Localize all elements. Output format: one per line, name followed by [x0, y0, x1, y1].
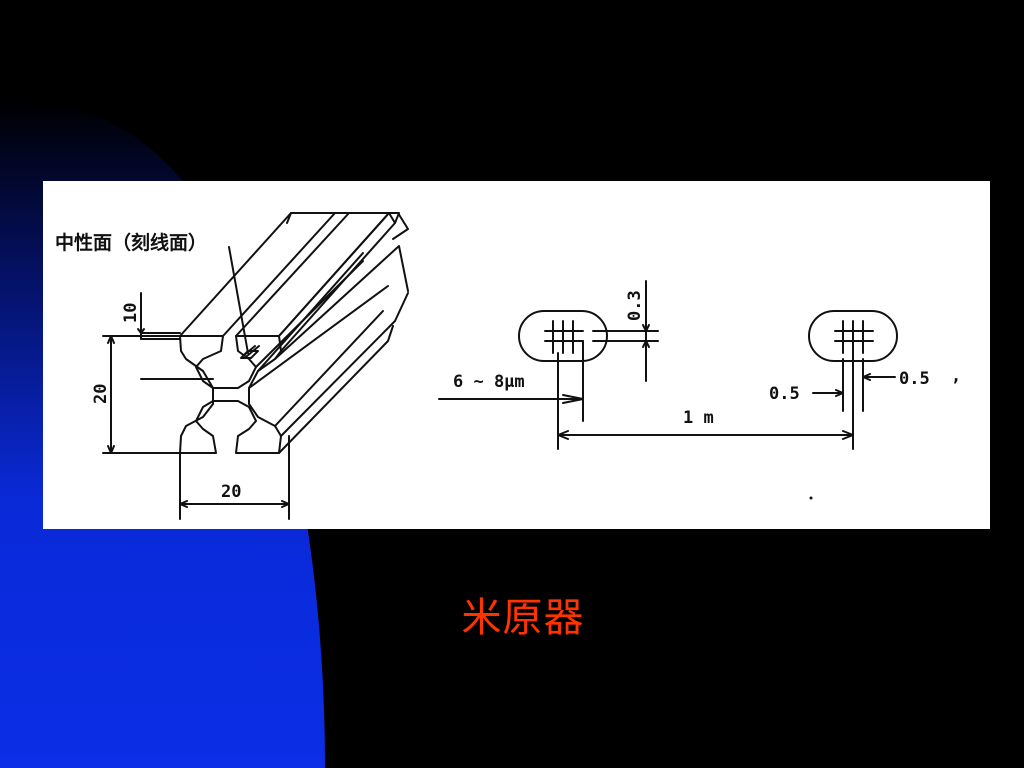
neutral-plane-leader	[228, 246, 249, 354]
dim-length-lines	[557, 352, 854, 450]
speck	[809, 496, 813, 500]
dim-height-20-lines	[102, 335, 214, 454]
left-mark-ellipse	[518, 310, 608, 362]
neutral-plane-label: 中性面（刻线面）	[55, 231, 207, 254]
x-bar-3d-drawing	[179, 212, 409, 454]
dim-05-lines	[812, 358, 896, 412]
dim-03-lines	[592, 280, 659, 382]
dim-length-label: 1 m	[683, 408, 714, 428]
meter-prototype-diagram: , 中性面（刻线面） 10 20 20 0.3 6 ~ 8μm 1 m 0.5 …	[55, 212, 961, 520]
dim-height-20-label: 20	[91, 384, 111, 404]
figure-panel: , 中性面（刻线面） 10 20 20 0.3 6 ~ 8μm 1 m 0.5 …	[43, 181, 990, 529]
dim-line-width-label: 6 ~ 8μm	[453, 372, 525, 392]
dim-10-lines	[137, 292, 181, 340]
dim-05-left-label: 0.5	[769, 384, 800, 404]
dim-width-20-label: 20	[221, 482, 241, 502]
slide-caption: 米原器	[461, 595, 585, 641]
dim-10-label: 10	[121, 303, 141, 323]
dim-width-20-lines	[179, 435, 290, 520]
tick-mark: ,	[951, 366, 961, 386]
dim-03-label: 0.3	[625, 290, 645, 321]
dim-05-right-label: 0.5	[899, 369, 930, 389]
